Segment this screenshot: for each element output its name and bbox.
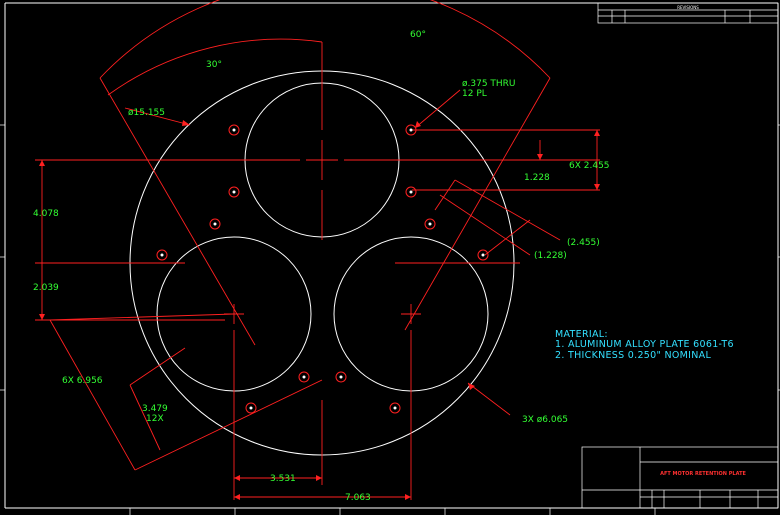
dim-oblique-long: (2.455) (567, 238, 600, 248)
dim-right-pattern: 6X 2.455 (569, 161, 610, 171)
revision-block (597, 2, 779, 24)
dim-right-half: 1.228 (524, 173, 550, 183)
dim-oblique-short: (1.228) (534, 251, 567, 261)
title-block (581, 446, 779, 509)
revision-header: REVISIONS (677, 5, 699, 10)
plate-diameter: ø15.155 (128, 108, 165, 118)
material-note-line1: 1. ALUMINUM ALLOY PLATE 6061-T6 (555, 339, 734, 350)
thru-hole-centers (160, 128, 485, 410)
dim-left-upper: 4.078 (33, 209, 59, 219)
arrowheads (39, 120, 600, 500)
thru-holes-line1: ø.375 THRU (462, 79, 516, 89)
material-note-title: MATERIAL: (555, 329, 608, 340)
angle-60: 60° (410, 30, 426, 40)
dim-bottom-diag-1: 3.479 (142, 404, 168, 414)
dim-bottom-diag-2: 12X (146, 414, 164, 424)
dim-left-diagonal: 6X 6.956 (62, 376, 103, 386)
dim-bottom-short: 3.531 (270, 474, 296, 484)
title-block-title: AFT MOTOR RETENTION PLATE (660, 471, 746, 477)
dim-bottom-long: 7.063 (345, 493, 371, 503)
centerlines (35, 0, 600, 500)
material-note-line2: 2. THICKNESS 0.250" NOMINAL (555, 350, 711, 361)
dim-left-lower: 2.039 (33, 283, 59, 293)
zone-markers (0, 124, 780, 515)
thru-holes-line2: 12 PL (462, 89, 487, 99)
large-hole-diameter: 3X ø6.065 (522, 415, 568, 425)
thru-holes (156, 124, 489, 414)
angle-30: 30° (206, 60, 222, 70)
